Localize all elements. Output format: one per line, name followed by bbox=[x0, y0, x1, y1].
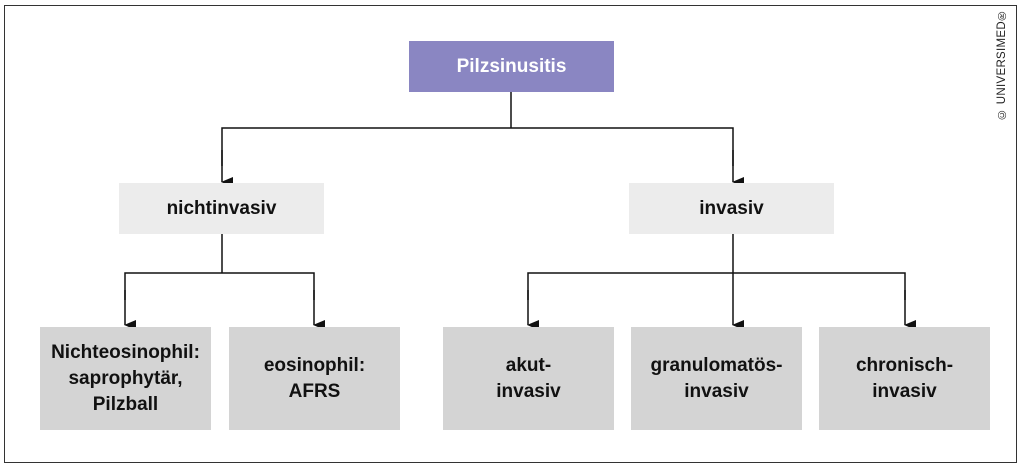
leaf-node-chronisch-invasiv: chronisch- invasiv bbox=[819, 327, 990, 430]
connector-invasiv-bar bbox=[527, 272, 906, 300]
leaf-node-granulomatoes-invasiv: granulomatös- invasiv bbox=[631, 327, 802, 430]
connector-nichtinvasiv-bar bbox=[124, 272, 315, 300]
category-node-nichtinvasiv: nichtinvasiv bbox=[119, 183, 324, 234]
leaf-node-akut-invasiv: akut- invasiv bbox=[443, 327, 614, 430]
category-node-invasiv: invasiv bbox=[629, 183, 834, 234]
connector-root-to-categories bbox=[221, 127, 734, 166]
leaf-node-nichteosinophil: Nichteosinophil: saprophytär, Pilzball bbox=[40, 327, 211, 430]
copyright-notice: © UNIVERSIMED® bbox=[996, 8, 1008, 120]
root-node-pilzsinusitis: Pilzsinusitis bbox=[409, 41, 614, 92]
leaf-node-eosinophil: eosinophil: AFRS bbox=[229, 327, 400, 430]
